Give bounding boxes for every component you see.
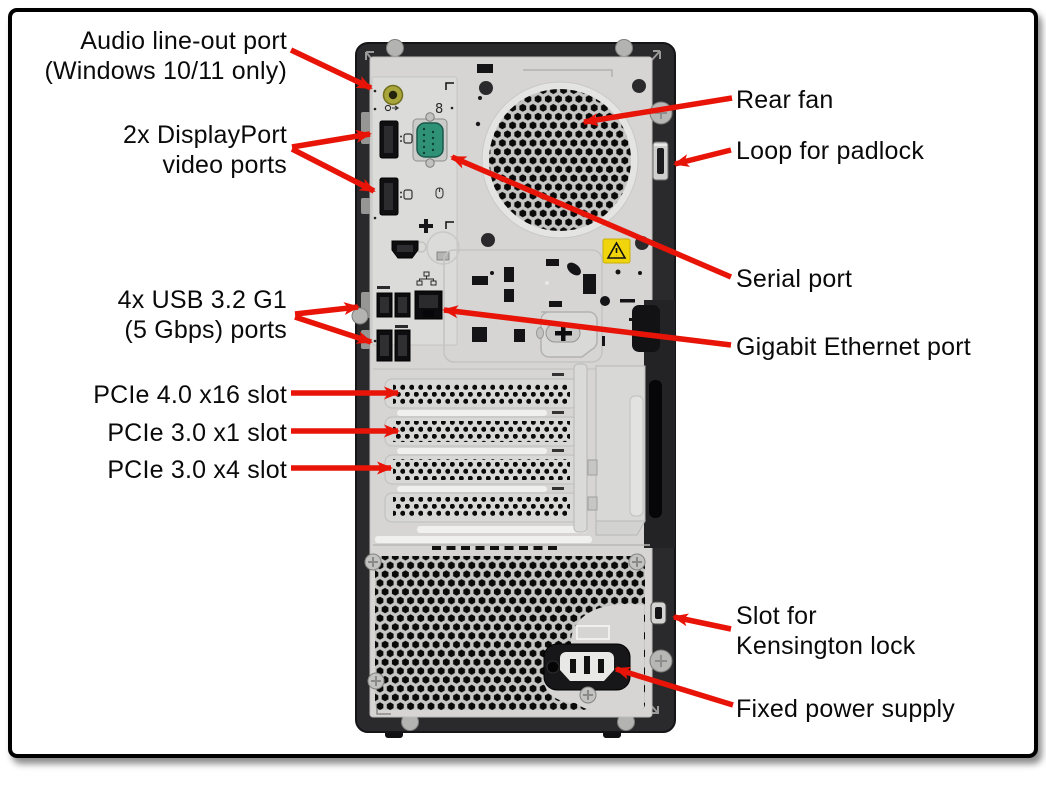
- mid-panel-knockouts: [443, 249, 642, 363]
- arrow-rear-fan: [582, 95, 733, 127]
- usb-icon: [395, 325, 408, 328]
- displayport-1: [379, 120, 413, 159]
- psu-top-strip: [375, 536, 592, 543]
- callout-pcie-x16: PCIe 4.0 x16 slot: [93, 381, 287, 409]
- figure-border: [8, 8, 1038, 758]
- audio-line-out-port: [382, 84, 404, 112]
- callout-arrows: [289, 47, 734, 708]
- pcie-slot-x1: [384, 411, 579, 454]
- power-supply-area: [364, 536, 646, 715]
- audio-out-icon: [384, 104, 399, 112]
- pcie-slot-x4: [384, 449, 579, 492]
- callout-displayport: 2x DisplayPort video ports: [123, 121, 287, 179]
- callout-serial-port: Serial port: [736, 265, 853, 293]
- warning-sticker: [602, 238, 631, 264]
- screw-hole: [450, 106, 454, 110]
- top-screw-post-right: [615, 39, 633, 57]
- frame-tab: [361, 112, 370, 144]
- arrow-displayport-1: [291, 129, 372, 150]
- card-retention-bracket: [573, 363, 662, 536]
- latch-handle: [649, 380, 662, 518]
- psu-screws: [364, 553, 646, 704]
- regulatory-mark: [436, 251, 450, 261]
- vent-knockout: [477, 64, 493, 73]
- arrow-power-supply: [614, 666, 734, 708]
- arrow-kensington: [672, 613, 732, 632]
- callout-ethernet: Gigabit Ethernet port: [736, 333, 971, 361]
- plus-handle: [555, 325, 572, 341]
- network-icon: [416, 271, 437, 286]
- callout-pcie-x1: PCIe 3.0 x1 slot: [107, 419, 287, 447]
- plus-mark: [419, 219, 433, 233]
- thumbscrew-bottom: [649, 649, 673, 673]
- fan-screw: [479, 81, 493, 95]
- arrow-displayport-2: [290, 146, 376, 194]
- pcie-slot-area: [373, 300, 675, 548]
- arrow-usb-row1: [294, 302, 360, 317]
- panel-emboss: [426, 231, 460, 265]
- panel-seam: [523, 69, 613, 77]
- plate-corner-mark: [445, 82, 454, 90]
- plate-corner-mark: [445, 221, 454, 229]
- arrow-ethernet: [442, 305, 732, 348]
- frame-bump: [351, 307, 369, 325]
- padlock-loop: [652, 141, 669, 181]
- arrow-serial: [450, 154, 733, 280]
- pcie-slot-x16: [384, 373, 579, 416]
- serial-icon: 8: [435, 102, 443, 117]
- callout-pcie-x4: PCIe 3.0 x4 slot: [107, 456, 287, 484]
- screw-hole: [373, 89, 377, 93]
- fan-screw: [481, 233, 495, 247]
- callout-audio-line-out: Audio line-out port (Windows 10/11 only): [44, 27, 287, 85]
- callout-power-supply: Fixed power supply: [736, 695, 955, 723]
- arrow-audio: [289, 47, 373, 91]
- callout-rear-fan: Rear fan: [736, 86, 834, 114]
- usb-ports-row2: [376, 325, 411, 362]
- mouse-icon: [435, 187, 444, 199]
- screw-hole: [373, 107, 377, 111]
- pcie-slot-4: [384, 487, 587, 533]
- kensington-slot: [650, 601, 667, 625]
- fan-grille: [489, 89, 631, 231]
- screw-hole: [373, 339, 377, 343]
- fan-screw: [632, 79, 646, 93]
- panel-corner-mark: [376, 708, 391, 715]
- psu-vent-dashes: [432, 546, 557, 550]
- callout-padlock-loop: Loop for padlock: [736, 137, 925, 165]
- top-screw-post-left: [386, 39, 404, 57]
- arrow-usb-row2: [294, 314, 373, 345]
- ethernet-port: [414, 271, 443, 320]
- callout-kensington: Slot for Kensington lock: [736, 602, 916, 660]
- card-latch: [632, 305, 660, 352]
- screw-hole: [475, 121, 481, 127]
- frame-tab: [361, 198, 370, 214]
- displayport-icon: [400, 189, 413, 200]
- knockout-plate: [536, 311, 598, 358]
- displayport-2: [379, 177, 413, 216]
- serial-pins: [422, 127, 435, 155]
- displayport-icon: [400, 133, 413, 144]
- power-inlet-c14: [543, 643, 631, 691]
- hdmi-port: [391, 240, 450, 261]
- screw-hole: [478, 96, 482, 100]
- screw-hole: [373, 216, 377, 220]
- usb-ports-row1: [376, 286, 411, 318]
- serial-port: 8: [412, 102, 448, 168]
- callout-usb: 4x USB 3.2 G1 (5 Gbps) ports: [117, 286, 287, 344]
- arrow-padlock-loop: [673, 147, 732, 167]
- usb-icon: [377, 286, 390, 289]
- psu-emboss: [576, 625, 610, 640]
- io-panel: 8: [371, 76, 460, 362]
